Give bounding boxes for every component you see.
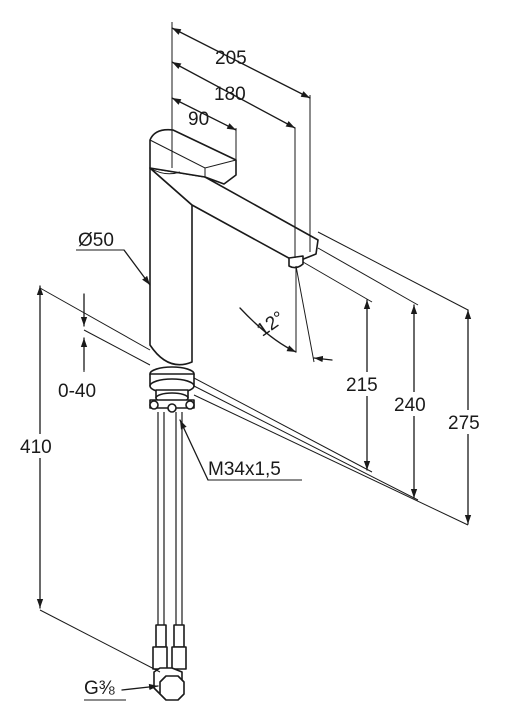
angle-dimension <box>239 265 333 363</box>
dim-diameter-label: Ø50 <box>78 230 114 251</box>
height-dimensions <box>193 231 472 526</box>
dim-connection-label: G⅜ <box>84 678 115 699</box>
diameter-leader <box>123 249 151 286</box>
dim-90-label: 90 <box>188 109 209 130</box>
faucet-column <box>149 167 193 366</box>
thread-leader <box>179 419 209 481</box>
faucet-body <box>149 128 319 366</box>
dim-205-label: 205 <box>215 48 247 69</box>
dim-410-label: 410 <box>20 437 52 458</box>
dim-275-label: 275 <box>448 413 480 434</box>
dim-angle-label: 12° <box>253 308 289 342</box>
dim-0-40-label: 0-40 <box>58 381 96 402</box>
top-width-dimensions <box>171 22 311 258</box>
spout-aerator <box>288 255 304 269</box>
connection-leader <box>121 683 159 691</box>
dim-thread-label: M34x1,5 <box>208 459 281 480</box>
supply-hoses <box>152 412 187 701</box>
dim-180-label: 180 <box>214 84 246 105</box>
mounting-base <box>149 366 195 413</box>
dim-240-label: 240 <box>394 395 426 416</box>
left-dimensions <box>36 285 161 673</box>
dim-215-label: 215 <box>346 375 378 396</box>
